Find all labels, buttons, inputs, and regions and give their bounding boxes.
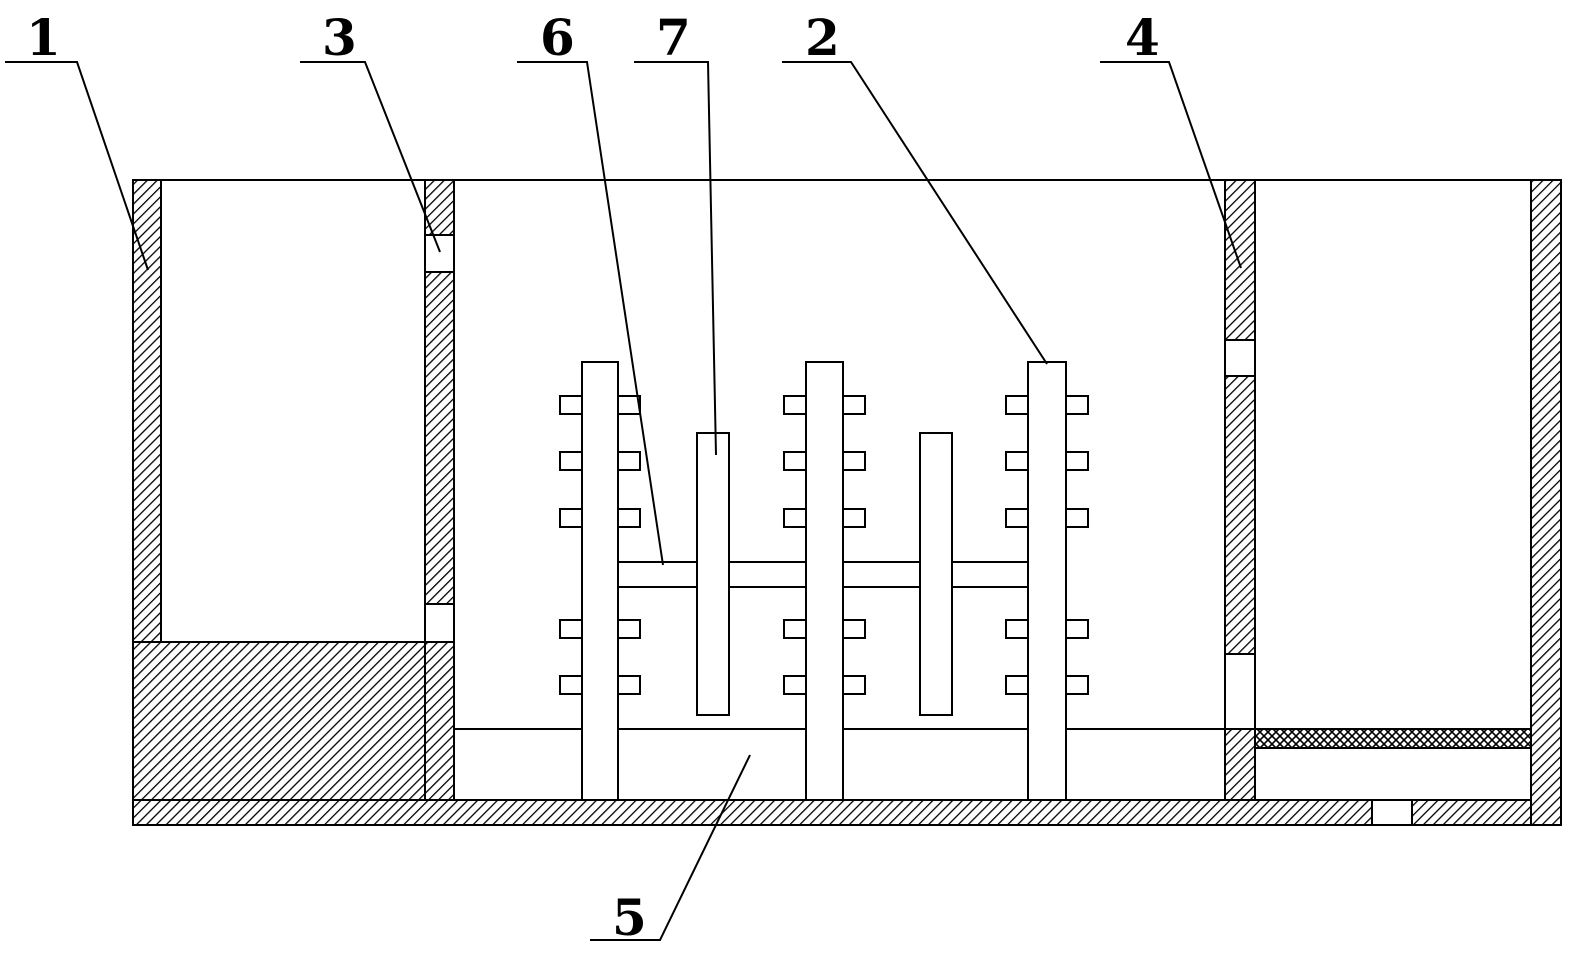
- leader-line-4: [1100, 61, 1242, 269]
- leader-line-3: [300, 61, 441, 253]
- rod-tooth: [1005, 395, 1029, 415]
- rod-tooth: [783, 508, 807, 528]
- leader-line-5: [590, 754, 751, 941]
- label-4: 4: [1125, 8, 1160, 67]
- rod-tooth: [1005, 675, 1029, 695]
- partition-3-lower: [424, 641, 455, 801]
- rod-tooth: [783, 395, 807, 415]
- leader-line-7: [634, 61, 717, 456]
- stirring-rod: [1027, 361, 1067, 801]
- rod-tooth: [1005, 619, 1029, 639]
- rod-tooth: [559, 619, 583, 639]
- stirring-rod: [581, 361, 619, 801]
- rod-tooth: [1005, 451, 1029, 471]
- rod-tooth: [617, 508, 641, 528]
- rod-tooth: [559, 508, 583, 528]
- label-5: 5: [612, 888, 647, 947]
- rod-tooth: [559, 395, 583, 415]
- paddle-plate: [919, 432, 953, 716]
- filter-layer: [1254, 728, 1532, 749]
- paddle-plate: [696, 432, 730, 716]
- right-outer-wall: [1530, 179, 1562, 826]
- leader-line-2: [782, 61, 1048, 365]
- leader-line-6: [517, 61, 664, 566]
- rod-tooth: [842, 508, 866, 528]
- leader-line-1: [5, 61, 149, 271]
- label-3: 3: [322, 8, 357, 67]
- label-7: 7: [656, 8, 691, 67]
- label-2: 2: [805, 8, 840, 67]
- rod-teeth: [559, 395, 1089, 695]
- rod-tooth: [617, 395, 641, 415]
- rod-tooth: [559, 451, 583, 471]
- rod-tooth: [617, 619, 641, 639]
- left-tank-fill: [132, 641, 426, 826]
- left-outer-wall: [132, 179, 162, 643]
- rod-tooth: [783, 451, 807, 471]
- rod-tooth: [559, 675, 583, 695]
- rod-tooth: [1065, 675, 1089, 695]
- partition-3-opening-lower: [424, 603, 455, 643]
- label-6: 6: [540, 8, 575, 67]
- rod-tooth: [842, 619, 866, 639]
- rod-tooth: [842, 451, 866, 471]
- rod-tooth: [783, 619, 807, 639]
- partition-4-opening-lower: [1224, 653, 1256, 730]
- stirring-rod: [805, 361, 844, 801]
- rod-tooth: [1005, 508, 1029, 528]
- partition-4-middle: [1224, 375, 1256, 655]
- container-bottom: [132, 799, 1562, 826]
- bottom-outlet: [1371, 799, 1413, 826]
- rod-tooth: [617, 451, 641, 471]
- rod-tooth: [617, 675, 641, 695]
- partition-3-opening-upper: [424, 234, 455, 273]
- rod-tooth: [842, 395, 866, 415]
- partition-3-middle: [424, 271, 455, 605]
- rod-tooth: [1065, 619, 1089, 639]
- label-1: 1: [26, 8, 61, 67]
- rod-tooth: [783, 675, 807, 695]
- partition-4-lower: [1224, 728, 1256, 801]
- rod-tooth: [1065, 395, 1089, 415]
- rod-tooth: [1065, 508, 1089, 528]
- rod-tooth: [842, 675, 866, 695]
- rod-tooth: [1065, 451, 1089, 471]
- partition-4-upper: [1224, 179, 1256, 341]
- partition-4-opening-upper: [1224, 339, 1256, 377]
